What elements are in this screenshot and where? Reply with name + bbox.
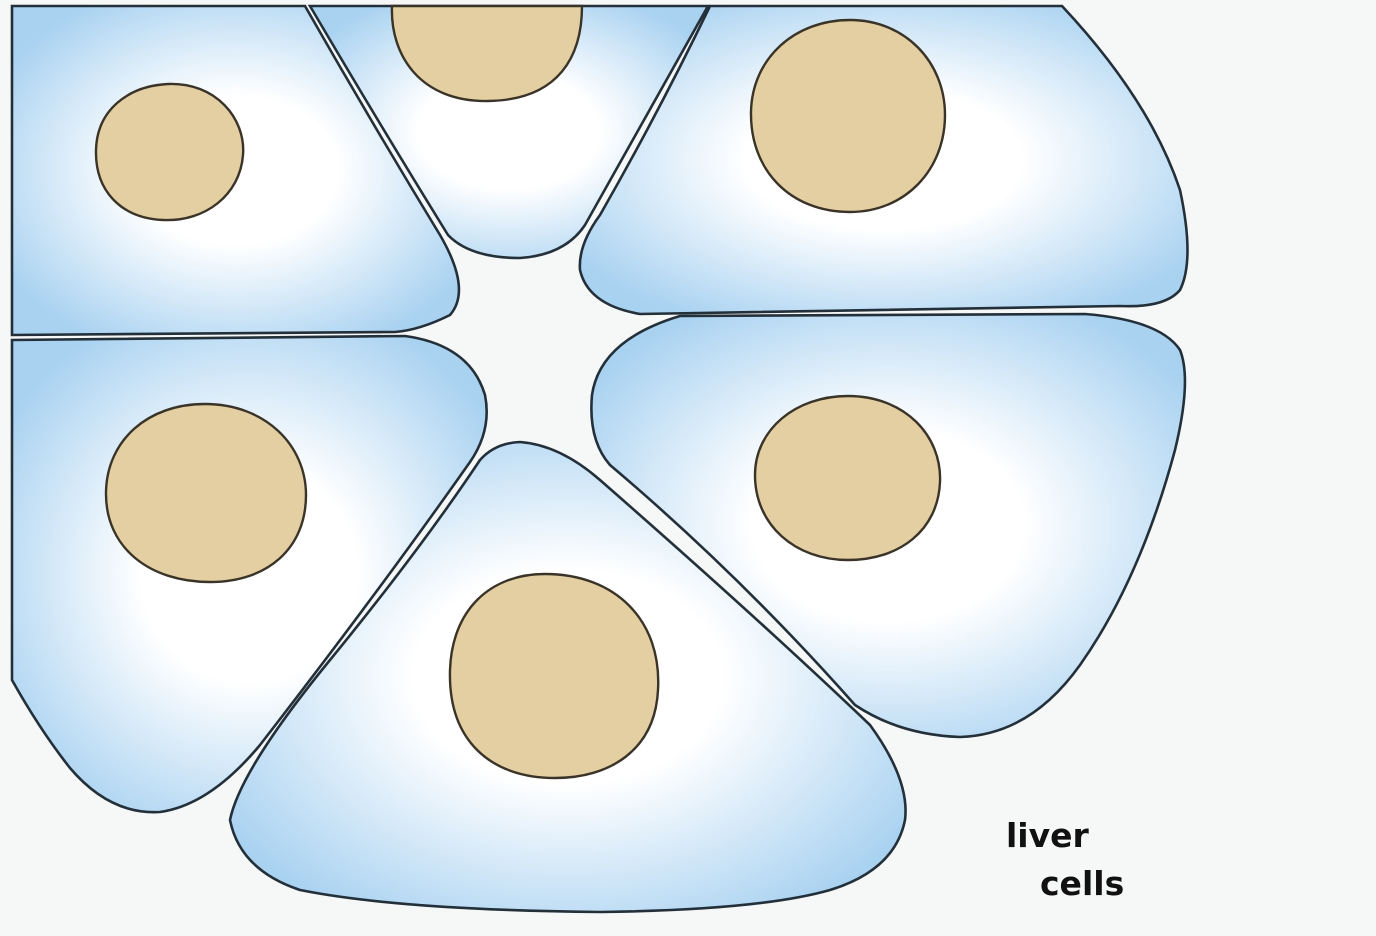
cell-left-nucleus [106,404,306,582]
label-line-liver: liver [1006,812,1124,860]
cell-right-nucleus [755,396,940,560]
label-line-cells: cells [1006,860,1124,908]
cell-top-right-nucleus [751,20,945,212]
cell-top-left-nucleus [96,84,243,220]
liver-cells-label: liver cells [1006,812,1124,908]
cell-bottom-nucleus [450,574,658,778]
